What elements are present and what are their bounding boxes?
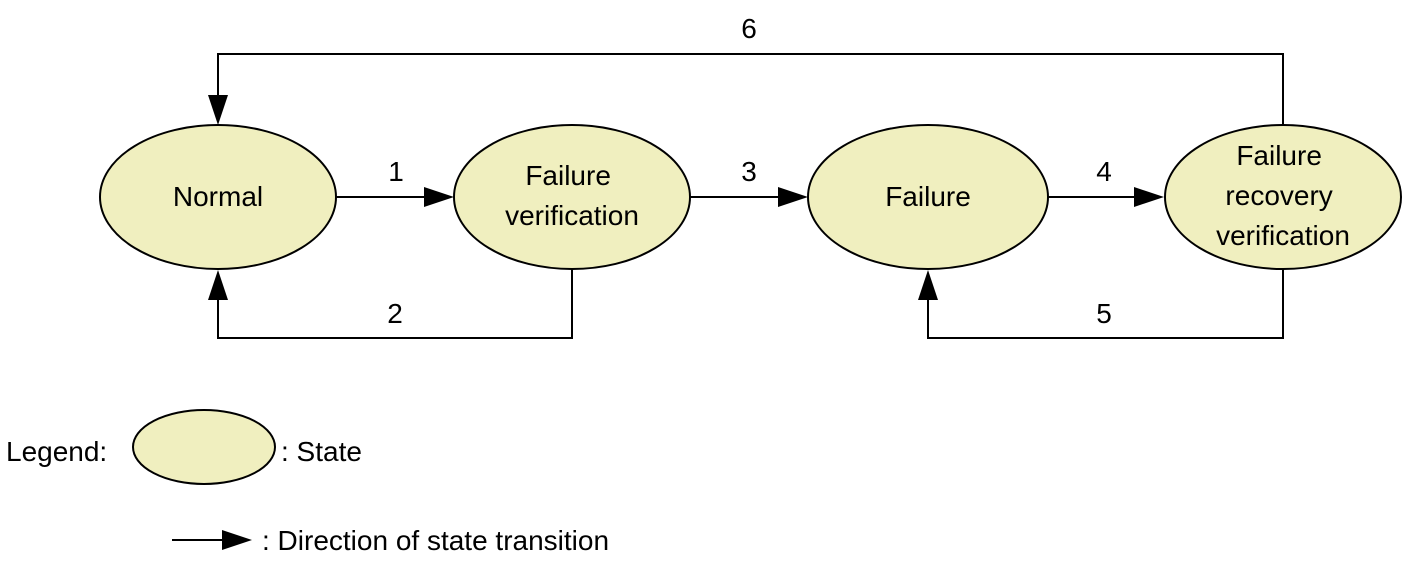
transition-5-arrowhead [918, 270, 938, 300]
transition-2-arrowhead [208, 270, 228, 300]
transition-2[interactable]: 2 [208, 269, 573, 339]
state-failure[interactable]: Failure [807, 124, 1049, 270]
state-failure-recovery-verification-line-2: recovery [1225, 180, 1332, 211]
state-normal-label: Normal [173, 181, 263, 212]
state-failure-verification-line-2: verification [505, 200, 639, 231]
transition-6-arrowhead [208, 95, 228, 125]
transition-4-arrowhead [1134, 187, 1164, 207]
state-normal-line-1: Normal [173, 181, 263, 212]
state-failure-label: Failure [885, 181, 971, 212]
state-failure-verification[interactable]: Failure verification [453, 124, 691, 270]
transition-6-line [217, 53, 1284, 125]
legend-arrowhead [222, 530, 252, 550]
legend: Legend: : State : Direction of state tra… [6, 409, 609, 556]
legend-arrow-label: : Direction of state transition [262, 525, 609, 556]
transition-6[interactable]: 6 [208, 13, 1284, 125]
state-failure-recovery-verification[interactable]: Failure recovery verification [1164, 124, 1402, 270]
transition-2-line [217, 269, 573, 339]
transition-1-label: 1 [388, 156, 404, 187]
legend-state-shape [132, 409, 276, 485]
transition-3-label: 3 [741, 156, 757, 187]
state-failure-verification-label: Failure verification [505, 160, 639, 231]
transition-6-label: 6 [741, 13, 757, 44]
state-normal[interactable]: Normal [99, 124, 337, 270]
state-failure-recovery-verification-line-3: verification [1216, 220, 1350, 251]
transition-1-arrowhead [424, 187, 454, 207]
transition-2-label: 2 [387, 298, 403, 329]
state-failure-verification-shape [453, 124, 691, 270]
transition-5[interactable]: 5 [918, 269, 1284, 339]
state-failure-verification-line-1: Failure [525, 160, 611, 191]
transition-3-arrowhead [778, 187, 808, 207]
transition-5-label: 5 [1096, 298, 1112, 329]
legend-title: Legend: [6, 436, 107, 467]
transition-4-label: 4 [1096, 156, 1112, 187]
transition-4[interactable]: 4 [1048, 156, 1164, 207]
state-failure-line-1: Failure [885, 181, 971, 212]
transition-1[interactable]: 1 [336, 156, 454, 207]
transition-3[interactable]: 3 [690, 156, 808, 207]
legend-state-label: : State [281, 436, 362, 467]
transition-5-line [927, 269, 1284, 339]
state-failure-recovery-verification-label: Failure recovery verification [1216, 140, 1350, 251]
state-failure-recovery-verification-line-1: Failure [1236, 140, 1322, 171]
